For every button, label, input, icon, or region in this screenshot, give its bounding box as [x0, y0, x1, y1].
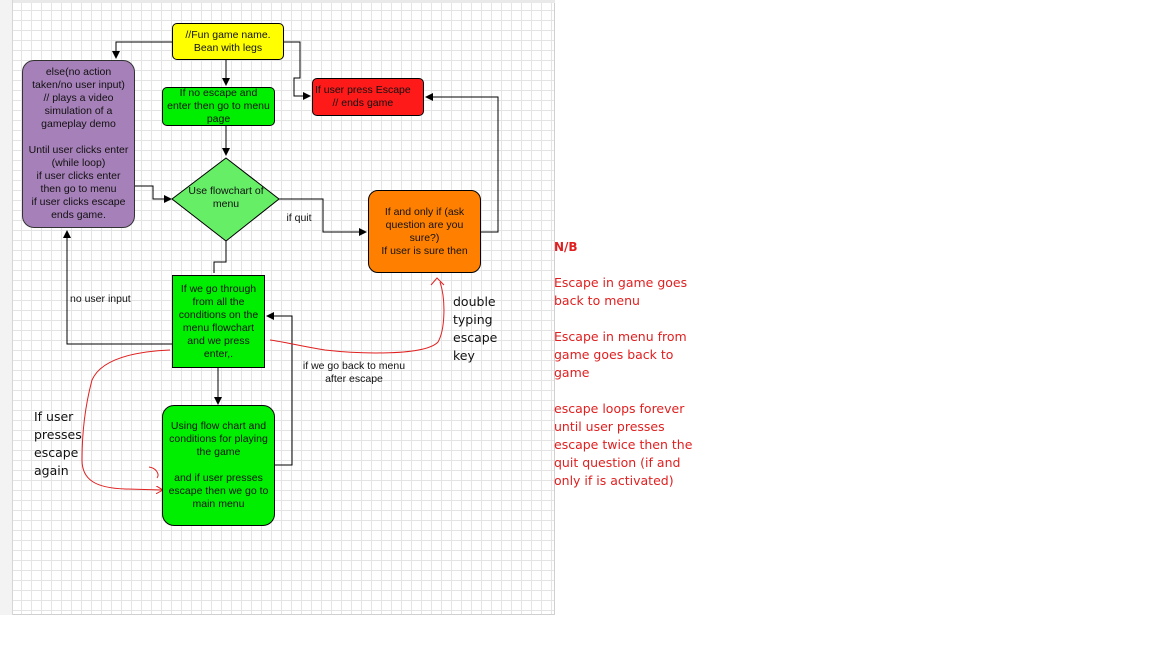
edge-label-if-quit: if quit — [286, 212, 312, 224]
annotation-double-typing: double typing escape key — [453, 294, 498, 363]
menu-decision-diamond — [171, 157, 280, 242]
edge-go-through-to-else — [63, 230, 172, 345]
annotation-if-user-presses: If user presses escape again — [34, 409, 82, 478]
edge-title-to-escape — [284, 41, 311, 100]
note-1: Escape in game goes back to menu — [554, 275, 688, 308]
flowchart-menu-label: Use flowchart of menu — [188, 185, 264, 210]
edge-ask-to-escape — [425, 93, 499, 233]
notes-panel: N/B Escape in game goes back to menu Esc… — [554, 238, 754, 490]
title-node: //Fun game name. Bean with legs — [172, 23, 284, 60]
playing-node: Using flow chart and conditions for play… — [162, 405, 275, 526]
hand-drawn-escape-arrow-head — [430, 277, 445, 286]
note-3: escape loops forever until user presses … — [554, 401, 693, 488]
canvas-top-border — [0, 0, 555, 3]
edge-else-to-diamond — [135, 185, 172, 203]
edge-title-to-else — [112, 41, 172, 59]
escape-ends-node: If user press Escape // ends game — [312, 78, 424, 116]
edge-label-no-user-input: no user input — [70, 293, 131, 305]
edge-playing-to-go-through — [266, 312, 293, 466]
edge-diamond-to-ask — [279, 198, 367, 236]
note-2: Escape in menu from game goes back to ga… — [554, 329, 687, 380]
hand-drawn-escape-again-loop — [81, 349, 171, 490]
edge-diamond-to-go-through — [213, 241, 227, 273]
no-escape-node: If no escape and enter then go to menu p… — [162, 87, 275, 126]
ask-sure-node: If and only if (ask question are you sur… — [368, 190, 481, 273]
edge-label-back-to-menu: if we go back to menu after escape — [302, 360, 406, 385]
hand-drawn-escape-loop — [269, 281, 445, 354]
hand-drawn-tick — [148, 466, 159, 479]
canvas-left-ruler — [0, 0, 13, 615]
notes-heading: N/B — [554, 240, 578, 254]
else-demo-node: else(no action taken/no user input) // p… — [22, 60, 135, 228]
go-through-node: If we go through from all the conditions… — [172, 275, 265, 368]
